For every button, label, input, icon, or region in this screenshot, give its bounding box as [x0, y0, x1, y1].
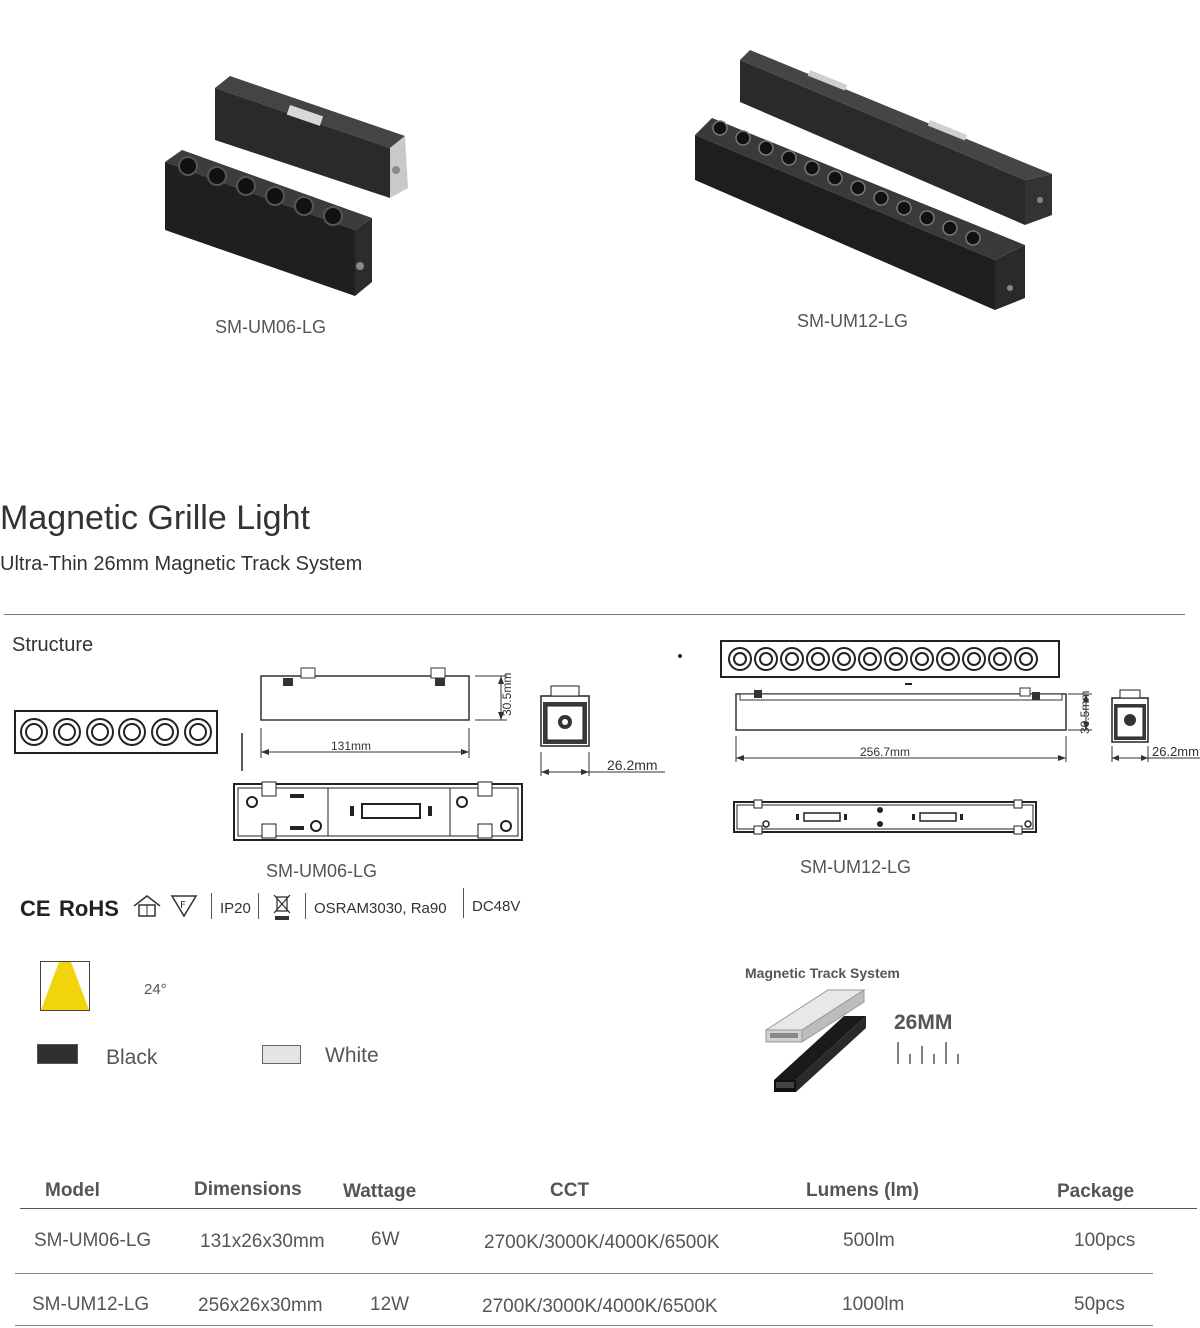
- weee-bin-icon: [273, 894, 291, 920]
- table-header-rule: [20, 1208, 1197, 1209]
- um12-end-view: [1111, 689, 1200, 762]
- um12-lens-row: [712, 120, 981, 246]
- cert-separator: [211, 893, 212, 919]
- um12-width-label: 26.2mm: [1152, 744, 1199, 759]
- page-subtitle: Ultra-Thin 26mm Magnetic Track System: [0, 553, 363, 575]
- track-size-label: 26MM: [894, 1011, 953, 1034]
- dot-mark: [678, 654, 682, 658]
- beam-cone: [41, 962, 89, 1010]
- um06-width-label: 26.2mm: [607, 757, 658, 773]
- um12-height-label: 30.5mm: [1078, 690, 1092, 734]
- indoor-use-icon: [133, 895, 161, 917]
- product-label-right: SM-UM12-LG: [797, 311, 909, 331]
- um12-length-label: 256.7mm: [860, 745, 911, 759]
- structure-label-left: SM-UM06-LG: [266, 861, 378, 881]
- table-cell-package: 50pcs: [1074, 1294, 1125, 1315]
- structure-label: Structure: [12, 634, 94, 656]
- um06-side-view: [260, 667, 507, 758]
- table-header-cct: CCT: [550, 1180, 590, 1201]
- cert-separator: [463, 888, 464, 918]
- um12-side-view: [735, 683, 1092, 762]
- rohs-mark: RoHS: [59, 896, 119, 921]
- beam-angle-label: 24°: [144, 981, 167, 998]
- table-header-lumens: Lumens (lm): [806, 1180, 919, 1201]
- table-cell-cct: 2700K/3000K/4000K/6500K: [482, 1296, 718, 1317]
- structure-label-right: SM-UM12-LG: [800, 857, 912, 877]
- um06-lens-row: [178, 156, 343, 226]
- cert-separator: [258, 893, 259, 919]
- table-cell-package: 100pcs: [1074, 1230, 1136, 1251]
- um06-length-label: 131mm: [331, 739, 372, 753]
- page-title: Magnetic Grille Light: [0, 499, 310, 537]
- black-finish-swatch: [37, 1044, 78, 1064]
- um06-divider-mark: [241, 733, 243, 771]
- f-mark-icon: F: [170, 895, 198, 918]
- table-header-model: Model: [45, 1180, 100, 1201]
- svg-text:F: F: [180, 900, 186, 911]
- um06-front-view: [14, 710, 218, 754]
- product-photo-um12: [695, 50, 1052, 310]
- um06-height-label: 30.5mm: [500, 672, 514, 716]
- ip-rating: IP20: [220, 900, 251, 917]
- table-row-rule: [15, 1325, 1153, 1326]
- table-cell-dimensions: 131x26x30mm: [200, 1231, 325, 1252]
- table-cell-model: SM-UM12-LG: [32, 1294, 150, 1315]
- track-system-title: Magnetic Track System: [745, 965, 900, 981]
- section-divider: [4, 614, 1185, 615]
- um12-front-view: [720, 640, 1060, 678]
- um06-top-view: [233, 781, 523, 841]
- beam-angle-icon: [40, 961, 90, 1011]
- white-finish-label: White: [325, 1044, 379, 1067]
- table-cell-wattage: 6W: [371, 1229, 400, 1250]
- um06-end-view: [540, 685, 665, 776]
- table-cell-wattage: 12W: [370, 1294, 410, 1315]
- table-header-wattage: Wattage: [343, 1181, 417, 1202]
- table-cell-lumens: 1000lm: [842, 1294, 905, 1315]
- product-photo-um06: [165, 76, 408, 296]
- cert-separator: [305, 893, 306, 919]
- um12-top-view: [733, 799, 1037, 835]
- table-cell-model: SM-UM06-LG: [34, 1230, 152, 1251]
- track-profile-image: [764, 989, 866, 1092]
- light-source: OSRAM3030, Ra90: [314, 900, 447, 917]
- table-header-package: Package: [1057, 1181, 1135, 1202]
- white-finish-swatch: [262, 1045, 301, 1064]
- ruler-ticks-icon: [897, 1042, 959, 1064]
- table-cell-dimensions: 256x26x30mm: [198, 1295, 323, 1316]
- ce-mark: CE: [20, 896, 51, 921]
- table-cell-cct: 2700K/3000K/4000K/6500K: [484, 1232, 720, 1253]
- table-cell-lumens: 500lm: [843, 1230, 895, 1251]
- voltage: DC48V: [472, 898, 521, 915]
- black-finish-label: Black: [106, 1046, 158, 1069]
- product-label-left: SM-UM06-LG: [215, 317, 327, 337]
- table-header-dimensions: Dimensions: [194, 1179, 302, 1200]
- table-row-rule: [15, 1273, 1153, 1274]
